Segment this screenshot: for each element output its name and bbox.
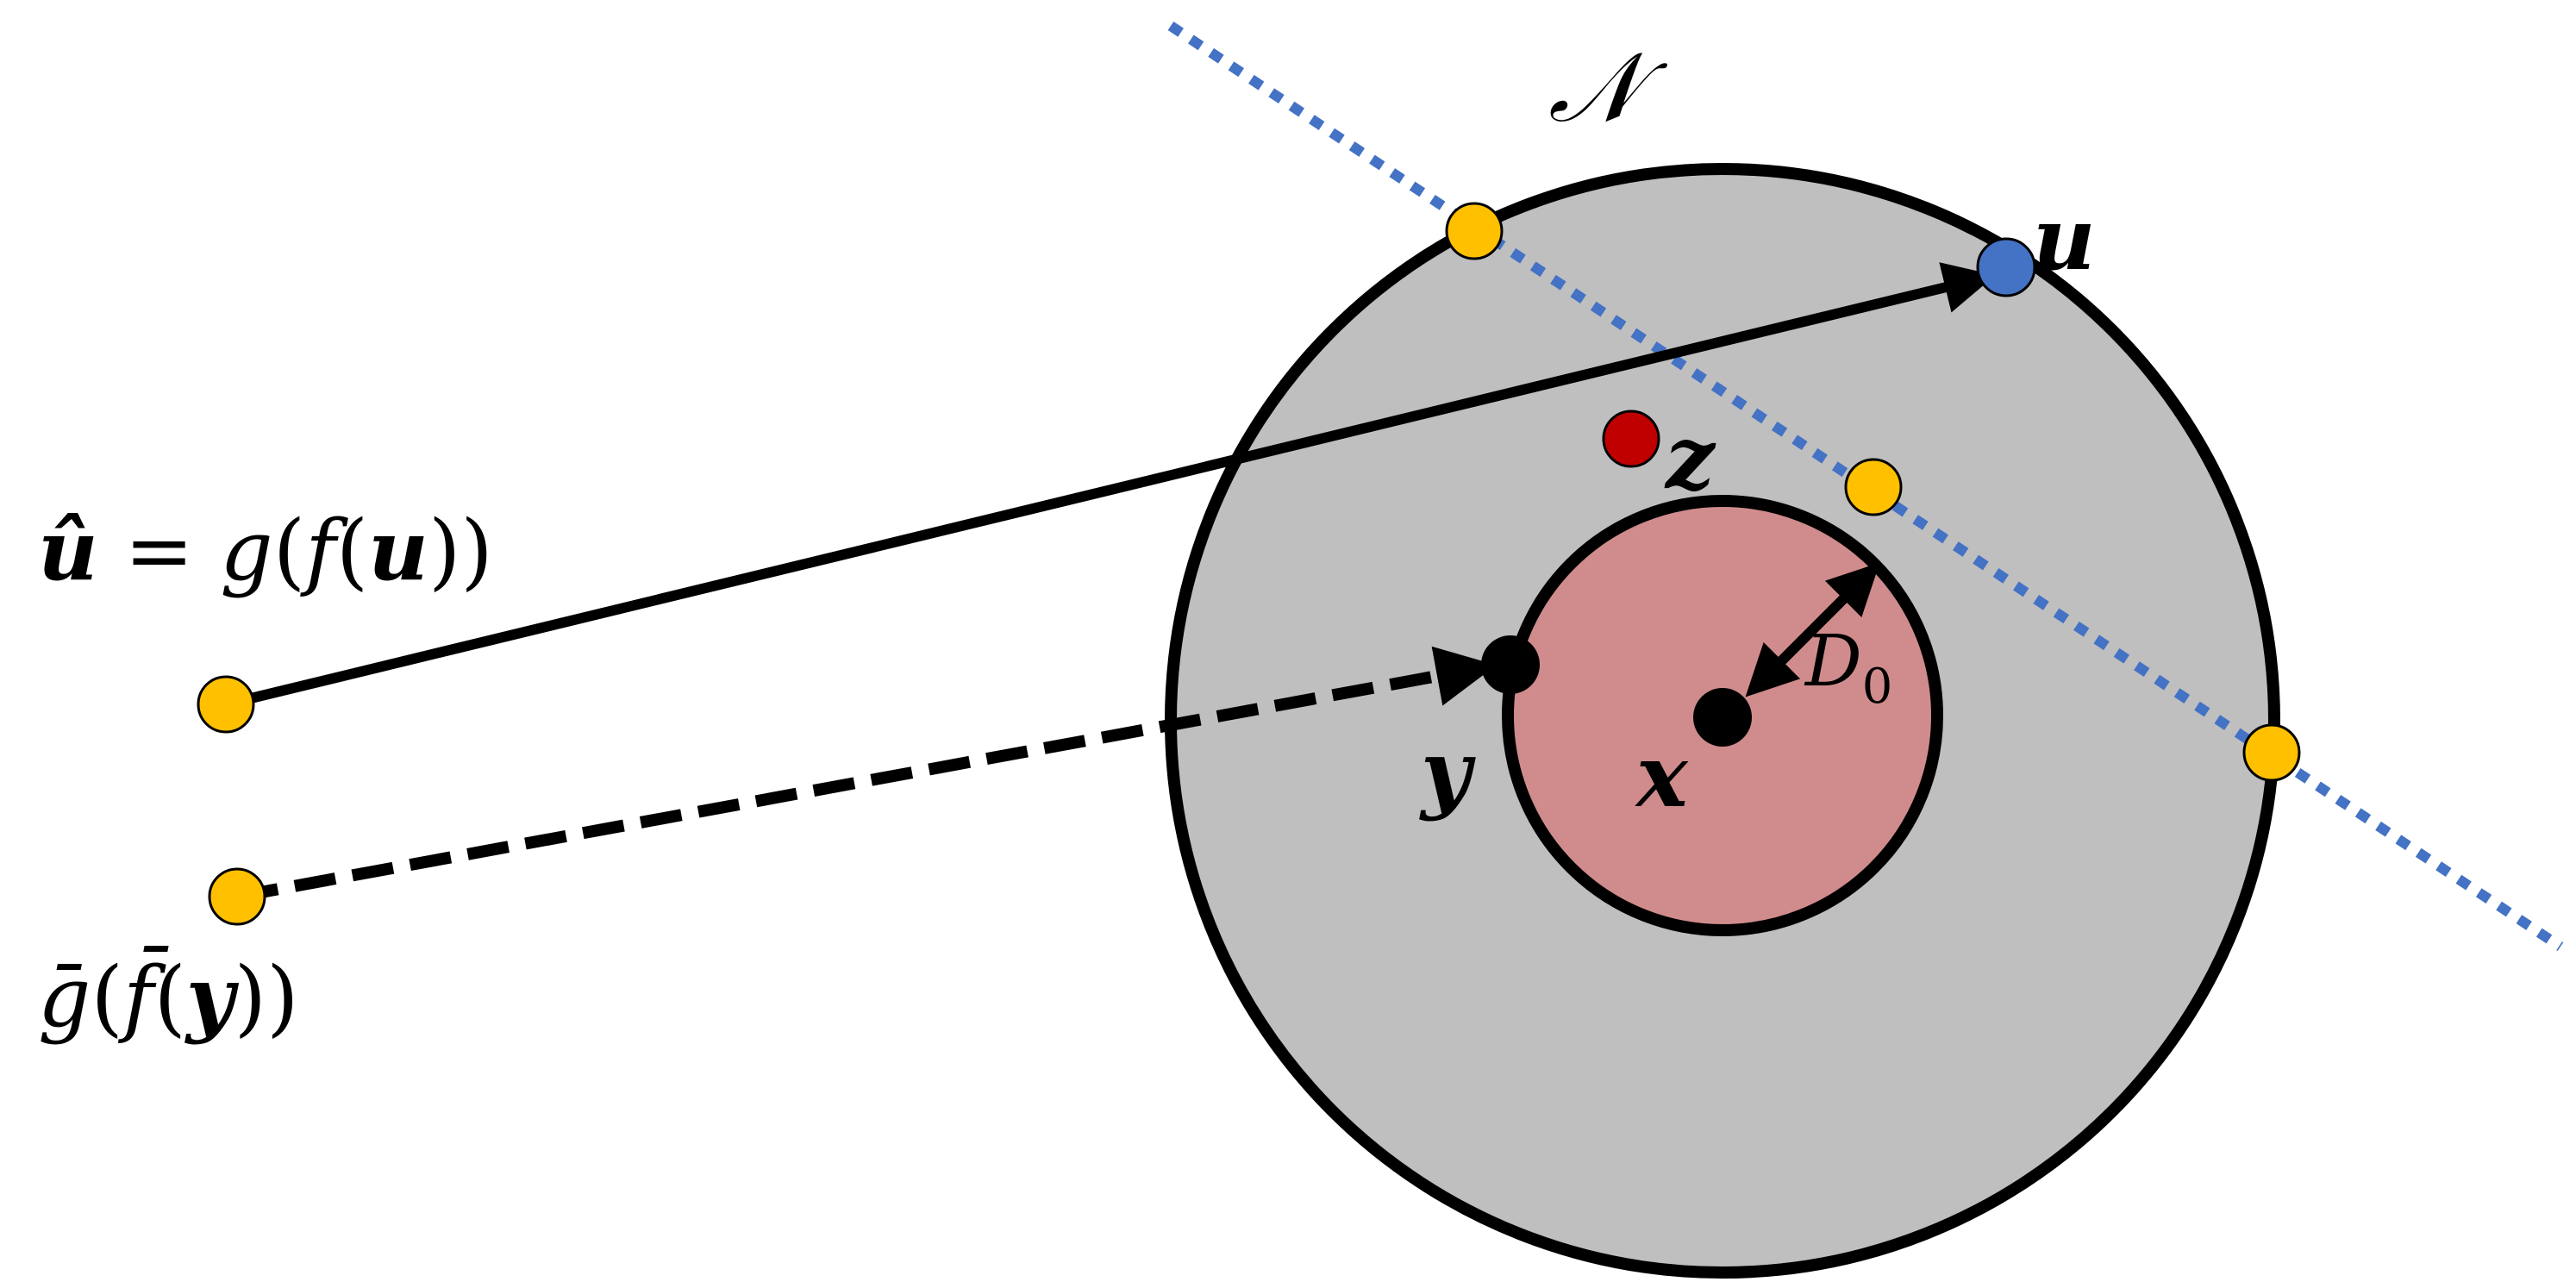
label-manifold: 𝒩 [1548,32,1668,144]
label-radius: D0 [1804,621,1892,715]
black-point-x [1693,688,1752,747]
u-hat-close: )) [428,503,493,599]
yellow-point-mid [1844,458,1903,516]
u-hat-eq: = [98,503,220,599]
label-u-hat-equation: û = g(f(u)) [38,502,493,599]
label-x: x [1635,725,1689,827]
label-radius-main: D [1804,621,1862,703]
gbar-close: )) [234,949,299,1046]
gbar-y: y [184,948,240,1046]
radius-arrow [1745,562,1880,697]
label-y: y [1419,721,1476,822]
yellow-point-gbar [208,867,266,926]
label-z: z [1664,407,1716,509]
yellow-point-u-hat [197,675,255,734]
blue-point-u [1976,237,2036,297]
gbar-open: ( [91,949,122,1046]
u-hat-g: g [220,503,272,599]
yellow-point-top [1445,202,1504,260]
gbar-open2: ( [153,949,185,1046]
yellow-point-right [2242,723,2301,782]
label-gbar-equation: ḡ(f̄(y)) [38,947,299,1046]
u-hat-open: ( [273,503,305,599]
label-u: u [2033,188,2096,290]
solid-arrow [224,262,1996,710]
u-hat-open2: ( [336,503,368,599]
u-hat-u: u [368,502,428,599]
red-point-z [1602,410,1660,468]
label-radius-sub: 0 [1862,659,1893,715]
u-hat-symbol: û [38,502,98,599]
dashed-arrow [235,646,1497,903]
gbar-symbol: ḡ [38,949,91,1046]
black-point-y [1481,635,1540,694]
